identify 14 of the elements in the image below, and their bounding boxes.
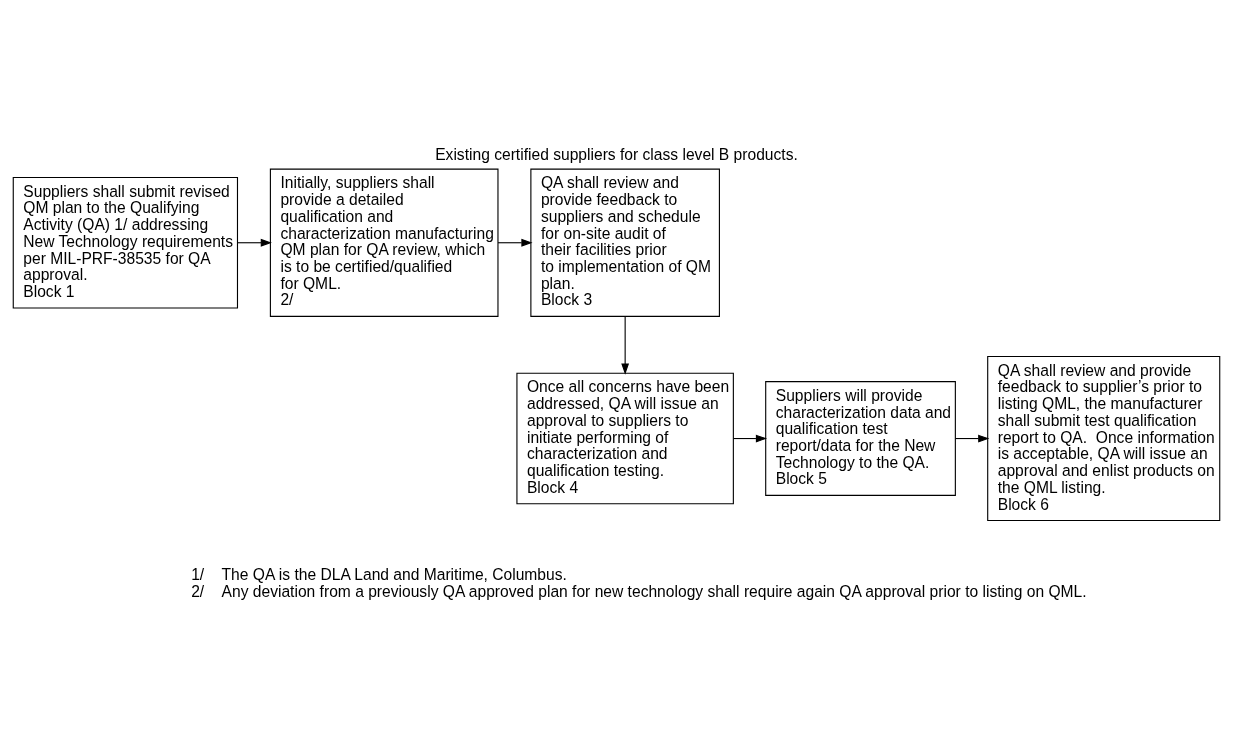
node-box: QA shall review and provide feedback to suppliers and schedule for on-site audit of their facilities prior to implementation of QM plan. Block 3 bbox=[530, 168, 720, 317]
node-box: Suppliers will provide characterization data and qualification test report/data for the New Technology to the QA. Block 5 bbox=[765, 380, 956, 496]
arrow bbox=[237, 238, 272, 247]
arrow bbox=[954, 434, 990, 442]
node-box: Initially, suppliers shall provide a detailed qualification and characterization manufacturing QM plan for QA review, which is to be certified/qualified for QML. 2/ bbox=[269, 168, 499, 317]
node-box: Once all concerns have been addressed, QA will issue an approval to suppliers to initiate performing of characterization and qualification testing. Block 4 bbox=[516, 372, 734, 504]
label: 2/ Any deviation from a previously QA approved plan for new technology shall require again QA approval prior to listing on QML. bbox=[191, 582, 1087, 600]
node-box: QA shall review and provide feedback to supplier’s prior to listing QML, the manufacturer shall submit test qualification report to QA. Once information is acceptable, QA will issue an approval and enlist products on the QML listing. Block 6 bbox=[987, 355, 1221, 521]
node-box: Suppliers shall submit revised QM plan to the Qualifying Activity (QA) 1/ addressing New Technology requirements per MIL-PRF-38535 for QA approval. Block 1 bbox=[12, 176, 239, 309]
label: 1/ The QA is the DLA Land and Maritime, Columbus. bbox=[191, 565, 567, 583]
arrow bbox=[733, 434, 768, 442]
arrow bbox=[621, 315, 630, 375]
arrow bbox=[497, 238, 533, 247]
diagram-title: Existing certified suppliers for class level B products. bbox=[435, 145, 798, 163]
